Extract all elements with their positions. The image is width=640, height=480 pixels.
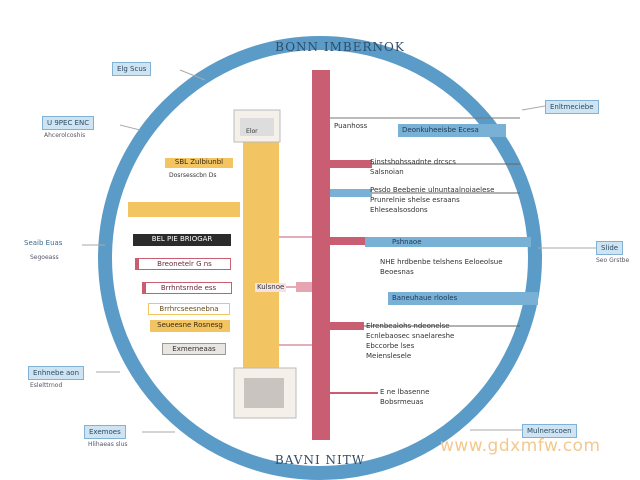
spine-mid-tag [296, 282, 312, 292]
right-item-4-line-2: Prunrelnie shelse esraans [370, 196, 460, 204]
branch-blue-1 [330, 189, 372, 197]
watermark: www.gdxmfw.com [440, 436, 601, 456]
left-bar-6: Seueesne Rosnesg [150, 320, 230, 332]
right-item-8-line-4: Meienslesele [366, 352, 412, 360]
right-item-8-line-1: Elrenbealohs ndeonelse [366, 322, 450, 330]
right-item-9-line-1: E ne lbasenne [380, 388, 430, 396]
left-bar-4: Brrhntsrnde ess [142, 282, 232, 294]
corner-sub-left-lower: Eslelttrnod [30, 382, 63, 389]
corner-connector-lu [119, 124, 141, 131]
right-box-1 [398, 124, 506, 137]
tower-top-label: Elor [246, 128, 258, 135]
left-bar-1: SBL Zulbiunbl [165, 158, 233, 168]
tower-top-window [240, 118, 274, 136]
corner-label-top-right: Enltmeciebe [545, 100, 599, 114]
outer-ring [98, 36, 542, 480]
left-bar-2: BEL PIE BRIOGAR [133, 234, 231, 246]
right-item-4-line-3: Ehlesealsosdons [370, 206, 428, 214]
corner-label-left-lower: Enhnebe aon [28, 366, 85, 380]
corner-connector-tr [521, 105, 546, 111]
spine-mid-label: Kulsnoe [255, 283, 287, 292]
corner-sub-left-mid: Segoeass [30, 254, 59, 261]
red-spine [312, 70, 330, 440]
diagram-title-top: BONN IMBERNOK [275, 40, 405, 54]
corner-sub-right-mid: Seo Grstbe [596, 257, 630, 264]
corner-label-right-mid: Slide [596, 241, 624, 255]
branch-red-2 [330, 237, 365, 245]
diagram-title-bottom: BAVNI NITW [274, 453, 366, 467]
yellow-band [128, 202, 240, 217]
right-item-7-label: Baneuhaue rlooles [392, 294, 458, 302]
right-item-5-label: Pshnaoe [392, 238, 422, 246]
corner-label-top-left: Elg Scus [112, 62, 152, 76]
tower-bottom-window [244, 378, 284, 408]
corner-label-left-upper: U 9PEC ENC [42, 116, 95, 130]
right-item-9-line-2: Bobsrmeuas [380, 398, 424, 406]
right-item-4-line-1: Pesdo Beebenie ulnuntaalnoiaelese [370, 186, 495, 194]
corner-label-left-mid: Seaib Euas [20, 237, 67, 249]
yellow-tower [243, 140, 279, 390]
corner-sub-bottom-left: Hlihaeas slus [88, 441, 128, 448]
right-item-8-line-2: Ecnlebaosec snaelareshe [366, 332, 455, 340]
left-bar-5: Brrhrcseesnebna [148, 303, 230, 315]
right-item-6-line-2: Beoesnas [380, 268, 414, 276]
right-item-3-line-2: Salsnoian [370, 168, 404, 176]
branch-red-3 [330, 322, 364, 330]
corner-label-bottom-left: Exemoes [84, 425, 126, 439]
corner-connector-tl [179, 69, 206, 81]
branch-blue-2 [365, 237, 531, 247]
right-item-6-line-1: NHE hrdbenbe telshens Eeloeolsue [380, 258, 503, 266]
right-item-3-line-1: Sinstshohssadnte drcscs [370, 158, 456, 166]
left-bar-3: Breonetelr G ns [135, 258, 231, 270]
right-item-2-label: Deonkuheeisbe Ecesa [402, 126, 479, 134]
left-bar-1-sub: Dosrsesscbn Ds [169, 172, 217, 179]
corner-label-bottom-right: Mulnerscoen [522, 424, 577, 438]
corner-sub-left-upper: Ahcerolcoshis [44, 132, 86, 139]
right-item-1-line-1: Puanhoss [334, 122, 368, 130]
branch-red-1 [330, 160, 372, 168]
left-bar-7: Exmerneaas [162, 343, 226, 355]
right-item-8-line-3: Ebccorbe lses [366, 342, 415, 350]
right-box-2 [388, 292, 538, 305]
